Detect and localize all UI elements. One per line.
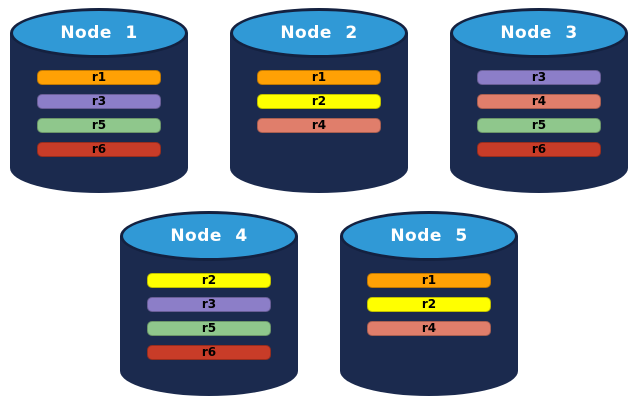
replica-bar: r4 <box>367 321 491 336</box>
replica-bar: r4 <box>257 118 381 133</box>
replica-bar: r5 <box>147 321 271 336</box>
node-label: Node 3 <box>500 23 578 43</box>
db-cylinder-body <box>340 236 518 396</box>
db-cylinder-body <box>120 236 298 396</box>
db-node-2: r1 r2 r4 Node 2 <box>230 8 408 193</box>
replica-bar: r3 <box>37 94 161 109</box>
db-node-5: r1 r2 r4 Node 5 <box>340 211 518 396</box>
db-node-1: r1 r3 r5 r6 Node 1 <box>10 8 188 193</box>
db-node-4: r2 r3 r5 r6 Node 4 <box>120 211 298 396</box>
replica-bar-list: r3 r4 r5 r6 <box>450 70 628 157</box>
replica-bar-list: r1 r2 r4 <box>340 273 518 336</box>
replica-bar-list: r1 r2 r4 <box>230 70 408 133</box>
replica-bar: r4 <box>477 94 601 109</box>
replica-bar: r5 <box>37 118 161 133</box>
replica-bar-list: r1 r3 r5 r6 <box>10 70 188 157</box>
replica-bar: r2 <box>257 94 381 109</box>
replica-bar: r3 <box>147 297 271 312</box>
db-cylinder-body <box>230 33 408 193</box>
db-cylinder-top: Node 2 <box>230 8 408 58</box>
replica-bar: r2 <box>147 273 271 288</box>
node-label: Node 2 <box>280 23 358 43</box>
db-cylinder-top: Node 4 <box>120 211 298 261</box>
replica-bar: r2 <box>367 297 491 312</box>
replica-bar-list: r2 r3 r5 r6 <box>120 273 298 360</box>
replica-bar: r5 <box>477 118 601 133</box>
replica-bar: r3 <box>477 70 601 85</box>
db-node-3: r3 r4 r5 r6 Node 3 <box>450 8 628 193</box>
replica-bar: r1 <box>257 70 381 85</box>
replica-bar: r1 <box>367 273 491 288</box>
db-cylinder-top: Node 1 <box>10 8 188 58</box>
node-label: Node 1 <box>60 23 138 43</box>
db-cylinder-body <box>10 33 188 193</box>
replica-bar: r1 <box>37 70 161 85</box>
node-label: Node 4 <box>170 226 248 246</box>
node-label: Node 5 <box>390 226 468 246</box>
replica-bar: r6 <box>37 142 161 157</box>
db-cylinder-top: Node 5 <box>340 211 518 261</box>
replica-bar: r6 <box>147 345 271 360</box>
db-cylinder-top: Node 3 <box>450 8 628 58</box>
replica-bar: r6 <box>477 142 601 157</box>
db-cylinder-body <box>450 33 628 193</box>
